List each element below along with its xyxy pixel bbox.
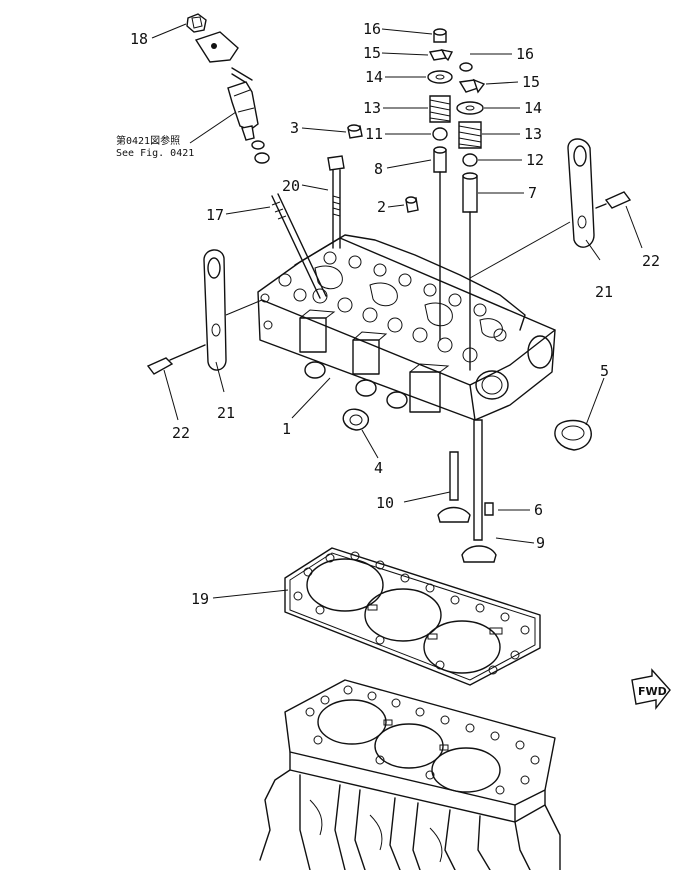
reference-note-jp: 第0421図参照 (116, 134, 180, 147)
cylinder-block (259, 679, 561, 870)
callout-13: 13 (363, 99, 381, 117)
callout-13: 13 (524, 125, 542, 143)
callout-14: 14 (524, 99, 542, 117)
callout-21: 21 (217, 404, 235, 422)
callout-8: 8 (374, 160, 383, 178)
callout-10: 10 (376, 494, 394, 512)
reference-note-en: See Fig. 0421 (116, 148, 194, 159)
reference-leader (189, 111, 237, 144)
callout-19: 19 (191, 590, 209, 608)
callout-22: 22 (172, 424, 190, 442)
cylinder-head (257, 234, 556, 421)
callout-14: 14 (365, 68, 383, 86)
callout-18: 18 (130, 30, 148, 48)
leader-lines (151, 23, 643, 599)
callout-7: 7 (528, 184, 537, 202)
callout-16: 16 (363, 20, 381, 38)
forward-direction-arrow: FWD (631, 668, 671, 711)
callout-15: 15 (363, 44, 381, 62)
lifting-bracket-right (567, 138, 632, 248)
callout-15: 15 (522, 73, 540, 91)
callout-numbers: 18 16 15 16 14 15 13 14 3 11 13 8 12 20 … (130, 20, 660, 608)
callout-12: 12 (526, 151, 544, 169)
valve-train-left-stack (427, 28, 471, 523)
small-parts (271, 124, 592, 451)
callout-5: 5 (600, 362, 609, 380)
injector-assembly (186, 13, 270, 164)
callout-6: 6 (534, 501, 543, 519)
callout-22: 22 (642, 252, 660, 270)
lifting-bracket-left (146, 249, 227, 375)
callout-16: 16 (516, 45, 534, 63)
callout-1: 1 (282, 420, 291, 438)
callout-9: 9 (536, 534, 545, 552)
callout-4: 4 (374, 459, 383, 477)
fwd-label: FWD (638, 685, 667, 698)
valve-train-right-stack (456, 62, 497, 563)
callout-2: 2 (377, 198, 386, 216)
callout-17: 17 (206, 206, 224, 224)
callout-3: 3 (290, 119, 299, 137)
callout-21: 21 (595, 283, 613, 301)
callout-20: 20 (282, 177, 300, 195)
callout-11: 11 (365, 125, 383, 143)
head-gasket (284, 547, 541, 686)
